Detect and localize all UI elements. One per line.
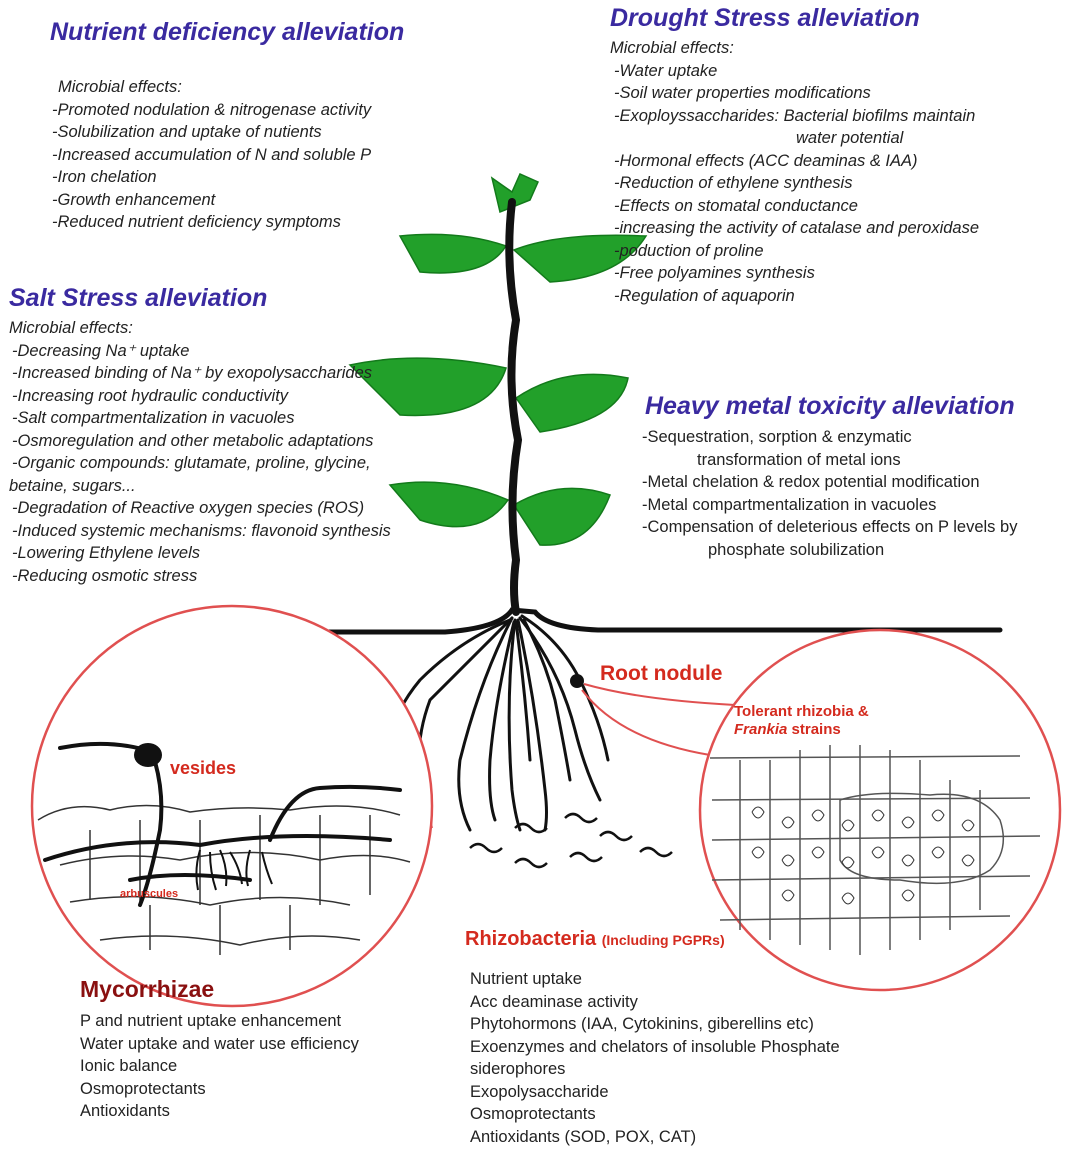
- list-item: water potential: [610, 127, 979, 150]
- list-item: -Reduction of ethylene synthesis: [610, 172, 979, 195]
- list-item: -Decreasing Na⁺ uptake: [9, 340, 391, 363]
- list-item: Exoenzymes and chelators of insoluble Ph…: [470, 1036, 840, 1059]
- frankia-label: Frankia: [734, 721, 787, 738]
- tolerant-strains: strains: [787, 721, 840, 738]
- list-item: Nutrient uptake: [470, 968, 840, 991]
- list-item: Antioxidants (SOD, POX, CAT): [470, 1126, 840, 1149]
- list-item: -Exoployssaccharides: Bacterial biofilms…: [610, 105, 979, 128]
- list-item: -Water uptake: [610, 60, 979, 83]
- list-item: -Reducing osmotic stress: [9, 565, 391, 588]
- list-item: P and nutrient uptake enhancement: [80, 1010, 359, 1033]
- list-item: betaine, sugars...: [9, 475, 391, 498]
- nodule-inset: [700, 630, 1060, 990]
- list-item: -Reduced nutrient deficiency symptoms: [52, 211, 371, 234]
- list-item: Osmoprotectants: [470, 1103, 840, 1126]
- leaf-low-right: [514, 488, 610, 545]
- root-nodule-label: Root nodule: [600, 662, 722, 686]
- tolerant-line-2: Frankia strains: [734, 721, 869, 739]
- list-item: -Increased binding of Na⁺ by exopolysacc…: [9, 362, 391, 385]
- leaf-low-left: [390, 482, 508, 527]
- list-item: -Metal compartmentalization in vacuoles: [642, 494, 1017, 517]
- list-item: Ionic balance: [80, 1055, 359, 1078]
- list-item: Water uptake and water use efficiency: [80, 1033, 359, 1056]
- nutrient-effects: Microbial effects: -Promoted nodulation …: [52, 76, 371, 234]
- list-item: -Organic compounds: glutamate, proline, …: [9, 452, 391, 475]
- list-item: transformation of metal ions: [642, 449, 1017, 472]
- list-item: -Free polyamines synthesis: [610, 262, 979, 285]
- list-item: phosphate solubilization: [642, 539, 1017, 562]
- tolerant-line-1: Tolerant rhizobia &: [734, 703, 869, 721]
- metal-effects: -Sequestration, sorption & enzymatic tra…: [642, 426, 1017, 561]
- list-item: -Compensation of deleterious effects on …: [642, 516, 1017, 539]
- rhizobacteria-effects: Nutrient uptake Acc deaminase activity P…: [470, 968, 840, 1148]
- list-item: Microbial effects:: [9, 317, 391, 340]
- list-item: -Degradation of Reactive oxygen species …: [9, 497, 391, 520]
- root-nodule-marker: [570, 674, 584, 688]
- list-item: Exopolysaccharide: [470, 1081, 840, 1104]
- list-item: -Induced systemic mechanisms: flavonoid …: [9, 520, 391, 543]
- list-item: -Increasing root hydraulic conductivity: [9, 385, 391, 408]
- list-item: Microbial effects:: [610, 37, 979, 60]
- list-item: Osmoprotectants: [80, 1078, 359, 1101]
- salt-title: Salt Stress alleviation: [9, 284, 267, 313]
- list-item: -Soil water properties modifications: [610, 82, 979, 105]
- nutrient-title: Nutrient deficiency alleviation: [50, 18, 404, 47]
- stem: [509, 202, 518, 612]
- mycorrhizae-effects: P and nutrient uptake enhancement Water …: [80, 1010, 359, 1123]
- list-item: -poduction of proline: [610, 240, 979, 263]
- arbuscules-label: arbuscules: [120, 888, 178, 900]
- list-item: -Iron chelation: [52, 166, 371, 189]
- vesicles-label: vesides: [170, 758, 236, 779]
- mycorrhiza-inset: [32, 606, 432, 1006]
- list-item: -Lowering Ethylene levels: [9, 542, 391, 565]
- list-item: Acc deaminase activity: [470, 991, 840, 1014]
- list-item: -Solubilization and uptake of nutients: [52, 121, 371, 144]
- list-item: -Salt compartmentalization in vacuoles: [9, 407, 391, 430]
- rhizobacteria-title: Rhizobacteria (Including PGPRs): [465, 928, 725, 951]
- list-item: -Osmoregulation and other metabolic adap…: [9, 430, 391, 453]
- list-item: -Growth enhancement: [52, 189, 371, 212]
- list-item: -Sequestration, sorption & enzymatic: [642, 426, 1017, 449]
- list-item: -Hormonal effects (ACC deaminas & IAA): [610, 150, 979, 173]
- rhizobacteria-title-main: Rhizobacteria: [465, 928, 596, 950]
- mycorrhizae-title: Mycorrhizae: [80, 976, 214, 1003]
- salt-effects: Microbial effects: -Decreasing Na⁺ uptak…: [9, 317, 391, 587]
- tolerant-rhizobia-label: Tolerant rhizobia & Frankia strains: [734, 703, 869, 739]
- leaf-mid-right: [516, 374, 628, 432]
- list-item: -Promoted nodulation & nitrogenase activ…: [52, 99, 371, 122]
- leaves: [350, 174, 646, 545]
- rhizobacteria-title-suffix: (Including PGPRs): [602, 932, 725, 948]
- list-item: -Increased accumulation of N and soluble…: [52, 144, 371, 167]
- list-item: siderophores: [470, 1058, 840, 1081]
- bacteria: [470, 814, 672, 867]
- list-item: -Effects on stomatal conductance: [610, 195, 979, 218]
- list-item: Phytohormons (IAA, Cytokinins, giberelli…: [470, 1013, 840, 1036]
- list-item: Antioxidants: [80, 1100, 359, 1123]
- leaf-top-left: [400, 234, 506, 273]
- drought-title: Drought Stress alleviation: [610, 4, 920, 33]
- metal-title: Heavy metal toxicity alleviation: [645, 392, 1015, 421]
- list-item: Microbial effects:: [52, 76, 371, 99]
- list-item: -Regulation of aquaporin: [610, 285, 979, 308]
- drought-effects: Microbial effects: -Water uptake -Soil w…: [610, 37, 979, 307]
- list-item: -increasing the activity of catalase and…: [610, 217, 979, 240]
- list-item: -Metal chelation & redox potential modif…: [642, 471, 1017, 494]
